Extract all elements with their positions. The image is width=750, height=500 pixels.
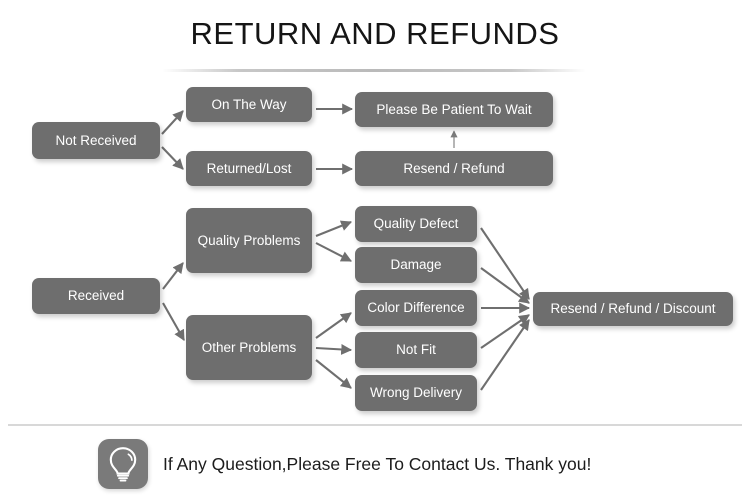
node-resend-refund-discount[interactable]: Resend / Refund / Discount	[533, 292, 733, 326]
arrow-received-to-quality-problems	[162, 262, 184, 290]
arrow-other-problems-to-not-fit	[315, 343, 353, 355]
node-please-be-patient-to-wait[interactable]: Please Be Patient To Wait	[355, 92, 553, 127]
arrow-wrong-delivery-to-final	[480, 319, 530, 391]
footer-message: If Any Question,Please Free To Contact U…	[163, 453, 592, 474]
footer-contact-note: If Any Question,Please Free To Contact U…	[98, 437, 658, 491]
arrow-other-problems-to-wrong-delivery	[315, 359, 352, 389]
arrow-quality-problems-to-quality-defect	[315, 220, 353, 237]
node-quality-defect[interactable]: Quality Defect	[355, 206, 477, 242]
lightbulb-icon	[109, 447, 137, 482]
arrow-received-to-other-problems	[162, 302, 185, 341]
node-on-the-way[interactable]: On The Way	[186, 87, 312, 122]
arrow-not-received-to-on-the-way	[161, 110, 184, 135]
arrow-damage-to-final	[480, 267, 530, 304]
node-other-problems[interactable]: Other Problems	[186, 315, 312, 380]
page-title: RETURN AND REFUNDS	[190, 16, 560, 51]
node-not-fit[interactable]: Not Fit	[355, 332, 477, 368]
footer-divider	[8, 424, 742, 426]
node-returned-lost[interactable]: Returned/Lost	[186, 151, 312, 186]
node-wrong-delivery[interactable]: Wrong Delivery	[355, 375, 477, 411]
arrow-other-problems-to-color-difference	[315, 312, 352, 339]
title-divider	[162, 69, 586, 72]
node-received[interactable]: Received	[32, 278, 160, 314]
node-resend-refund[interactable]: Resend / Refund	[355, 151, 553, 186]
node-color-difference[interactable]: Color Difference	[355, 290, 477, 326]
arrow-quality-defect-to-final	[480, 227, 530, 300]
lightbulb-badge	[98, 439, 148, 489]
node-damage[interactable]: Damage	[355, 247, 477, 283]
arrow-quality-problems-to-damage	[315, 242, 352, 262]
node-not-received[interactable]: Not Received	[32, 122, 160, 159]
node-quality-problems[interactable]: Quality Problems	[186, 208, 312, 273]
arrow-not-received-to-returned-lost	[161, 146, 184, 170]
